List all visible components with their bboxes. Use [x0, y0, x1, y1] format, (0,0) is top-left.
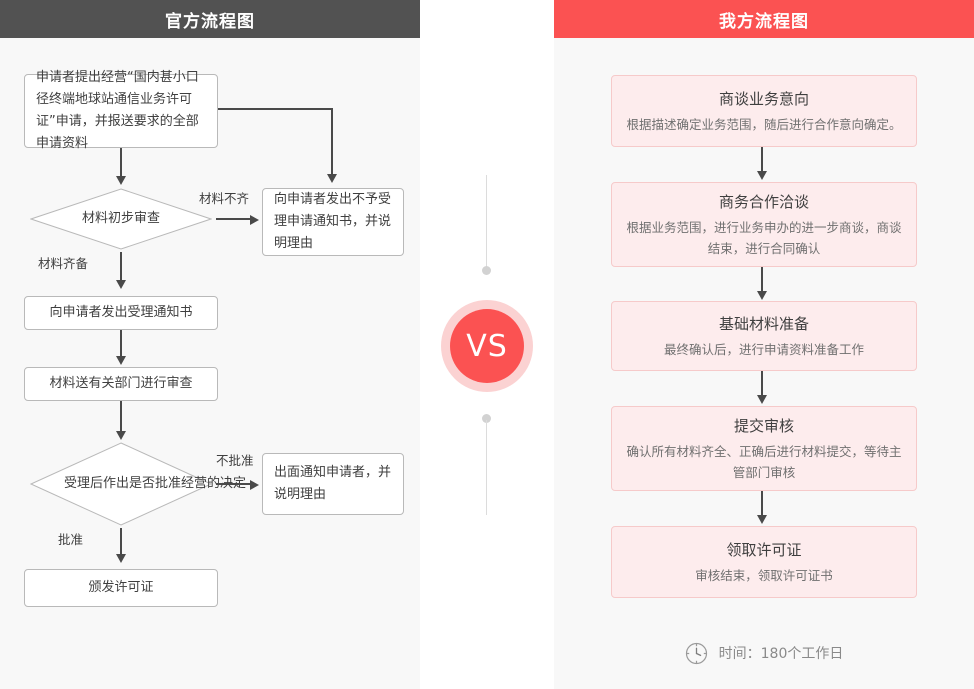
official-flowchart: 申请者提出经营“国内甚小口径终端地球站通信业务许可证”申请，并报送要求的全部申请… [0, 38, 420, 689]
card-arrow-1-head [757, 171, 767, 180]
vs-badge-label: VS [450, 309, 524, 383]
flow-node-department-review: 材料送有关部门进行审查 [24, 367, 218, 401]
flow-decision-approval-text: 受理后作出是否批准经营的决定 [64, 476, 247, 491]
process-card-2: 商务合作洽谈 根据业务范围，进行业务申办的进一步商谈，商谈结束，进行合同确认 [611, 182, 917, 267]
edge-label-complete: 材料齐备 [38, 256, 89, 271]
flow-node-department-review-label: 材料送有关部门进行审查 [49, 376, 193, 391]
flow-decision-approval-label: 受理后作出是否批准经营的决定 [30, 442, 280, 526]
connector-d1-to-n3 [120, 252, 122, 282]
duration-label: 时间：180个工作日 [718, 646, 844, 662]
official-process-panel: 官方流程图 申请者提出经营“国内甚小口径终端地球站通信业务许可证”申请，并报送要… [0, 0, 420, 689]
edge-label-not-complete: 材料不齐 [199, 191, 250, 206]
process-card-2-title: 商务合作洽谈 [718, 193, 809, 211]
flow-decision-approval: 受理后作出是否批准经营的决定 [30, 442, 246, 526]
process-card-3-desc: 最终确认后，进行申请资料准备工作 [663, 342, 864, 357]
flow-node-rejection-inform-label: 出面通知申请者，并说明理由 [274, 465, 392, 502]
process-card-1: 商谈业务意向 根据描述确定业务范围，随后进行合作意向确定。 [611, 75, 917, 147]
arrow-d2-to-n6 [116, 554, 126, 563]
arrow-n1-to-d1 [116, 176, 126, 185]
arrow-n3-to-n4 [116, 356, 126, 365]
arrow-d2-to-n5 [250, 480, 259, 490]
process-card-4-title: 提交审核 [733, 417, 794, 435]
vs-dot-top [482, 266, 491, 275]
card-arrow-4-head [757, 515, 767, 524]
our-process-panel: 我方流程图 商谈业务意向 根据描述确定业务范围，随后进行合作意向确定。 商务合作… [554, 0, 974, 689]
connector-n3-to-n4 [120, 330, 122, 358]
connector-d2-to-n6 [120, 528, 122, 556]
flow-node-issue-license-label: 颁发许可证 [88, 580, 154, 595]
card-arrow-3-head [757, 395, 767, 404]
process-card-3-title: 基础材料准备 [718, 315, 809, 333]
connector-d2-to-n5 [216, 483, 252, 485]
arrow-n1-to-n2 [327, 174, 337, 183]
arrow-d1-to-n2 [250, 215, 259, 225]
connector-n1-to-d1 [120, 148, 122, 178]
flow-node-acceptance-notice: 向申请者发出受理通知书 [24, 296, 218, 330]
duration-footer: 时间：180个工作日 [554, 633, 974, 673]
connector-n1-to-n2-horizontal [218, 108, 333, 110]
process-card-5: 领取许可证 审核结束，领取许可证书 [611, 526, 917, 598]
connector-d1-to-n2 [216, 218, 252, 220]
process-card-2-desc: 根据业务范围，进行业务申办的进一步商谈，商谈结束，进行合同确认 [626, 220, 902, 256]
vs-badge: VS [441, 300, 533, 392]
flow-node-rejection-notice: 向申请者发出不予受理申请通知书，并说明理由 [262, 188, 404, 256]
arrow-d1-to-n3 [116, 280, 126, 289]
edge-label-rejected: 不批准 [216, 453, 254, 468]
our-process-steps: 商谈业务意向 根据描述确定业务范围，随后进行合作意向确定。 商务合作洽谈 根据业… [554, 38, 974, 689]
vs-dot-bottom [482, 414, 491, 423]
vs-divider [420, 0, 554, 689]
process-card-4: 提交审核 确认所有材料齐全、正确后进行材料提交，等待主管部门审核 [611, 406, 917, 491]
diamond-shape [30, 188, 212, 250]
card-arrow-3-line [761, 371, 763, 397]
process-card-5-title: 领取许可证 [726, 541, 802, 559]
card-arrow-1-line [761, 147, 763, 173]
clock-icon [685, 642, 708, 665]
vs-line-top [486, 175, 487, 270]
flow-decision-initial-review: 材料初步审查 [30, 188, 212, 250]
flow-node-application-submit-label: 申请者提出经营“国内甚小口径终端地球站通信业务许可证”申请，并报送要求的全部申请… [36, 70, 199, 151]
card-arrow-2-line [761, 267, 763, 293]
card-arrow-4-line [761, 491, 763, 517]
flow-node-application-submit: 申请者提出经营“国内甚小口径终端地球站通信业务许可证”申请，并报送要求的全部申请… [24, 70, 218, 151]
card-arrow-2-head [757, 291, 767, 300]
process-card-4-desc: 确认所有材料齐全、正确后进行材料提交，等待主管部门审核 [626, 444, 902, 480]
connector-n4-to-d2 [120, 401, 122, 433]
arrow-n4-to-d2 [116, 431, 126, 440]
official-panel-header: 官方流程图 [0, 0, 420, 38]
flow-node-rejection-notice-label: 向申请者发出不予受理申请通知书，并说明理由 [274, 192, 392, 251]
process-card-5-desc: 审核结束，领取许可证书 [695, 568, 833, 583]
edge-label-approved: 批准 [58, 532, 84, 547]
flow-node-rejection-inform: 出面通知申请者，并说明理由 [262, 453, 404, 515]
process-card-3: 基础材料准备 最终确认后，进行申请资料准备工作 [611, 301, 917, 371]
flow-decision-initial-review-label: 材料初步审查 [81, 211, 160, 226]
connector-n1-to-n2-vertical [331, 108, 333, 176]
our-panel-header: 我方流程图 [554, 0, 974, 38]
flow-node-issue-license: 颁发许可证 [24, 569, 218, 607]
process-card-1-title: 商谈业务意向 [718, 90, 809, 108]
flow-node-acceptance-notice-label: 向申请者发出受理通知书 [49, 305, 193, 320]
vs-line-bottom [486, 420, 487, 515]
diamond-shape [30, 442, 212, 526]
process-card-1-desc: 根据描述确定业务范围，随后进行合作意向确定。 [626, 117, 902, 132]
